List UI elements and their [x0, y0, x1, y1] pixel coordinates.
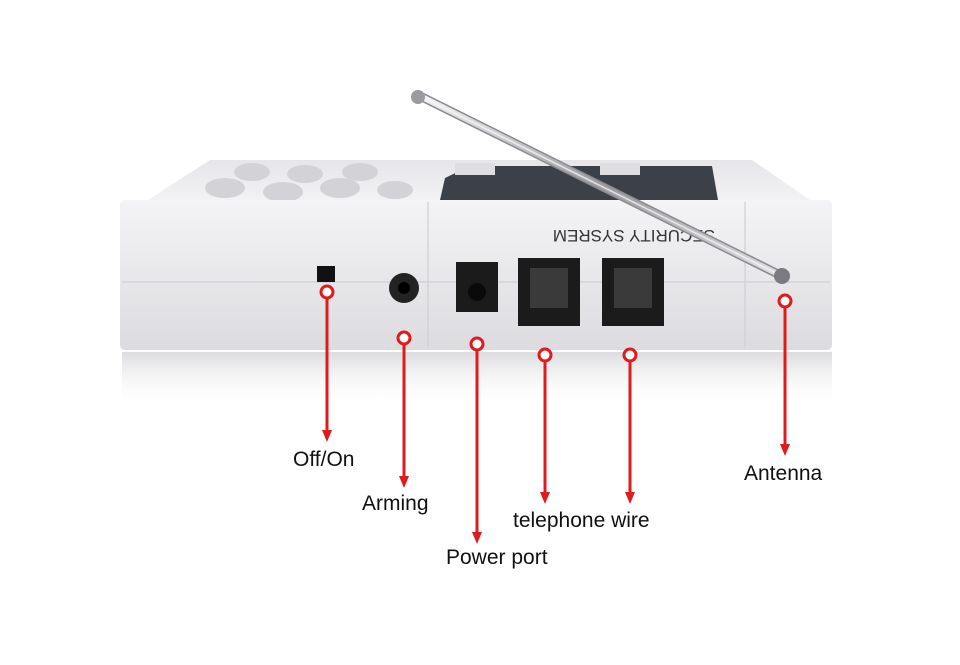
callout-power-port [469, 336, 485, 544]
power-switch [317, 266, 335, 282]
panel-text: SECURITY SYSREM [553, 226, 715, 245]
arming-jack-hole [398, 282, 410, 294]
display-window [440, 166, 718, 200]
label-telephone-wire: telephone wire [513, 509, 650, 532]
label-arming: Arming [362, 492, 429, 515]
label-power-port: Power port [446, 546, 548, 569]
keypad-buttons [205, 163, 413, 202]
top-tab [455, 163, 495, 175]
top-tab [600, 163, 640, 175]
label-antenna: Antenna [744, 462, 823, 485]
label-off-on: Off/On [293, 448, 355, 471]
callout-antenna [777, 293, 793, 456]
callout-off-on [319, 284, 335, 442]
callout-telephone-wire [537, 347, 638, 504]
callout-arming [396, 330, 412, 488]
phone-jack-2-contacts [614, 268, 652, 308]
power-jack-pin [468, 283, 486, 301]
antenna [411, 90, 790, 284]
phone-jack-1-contacts [530, 268, 568, 308]
